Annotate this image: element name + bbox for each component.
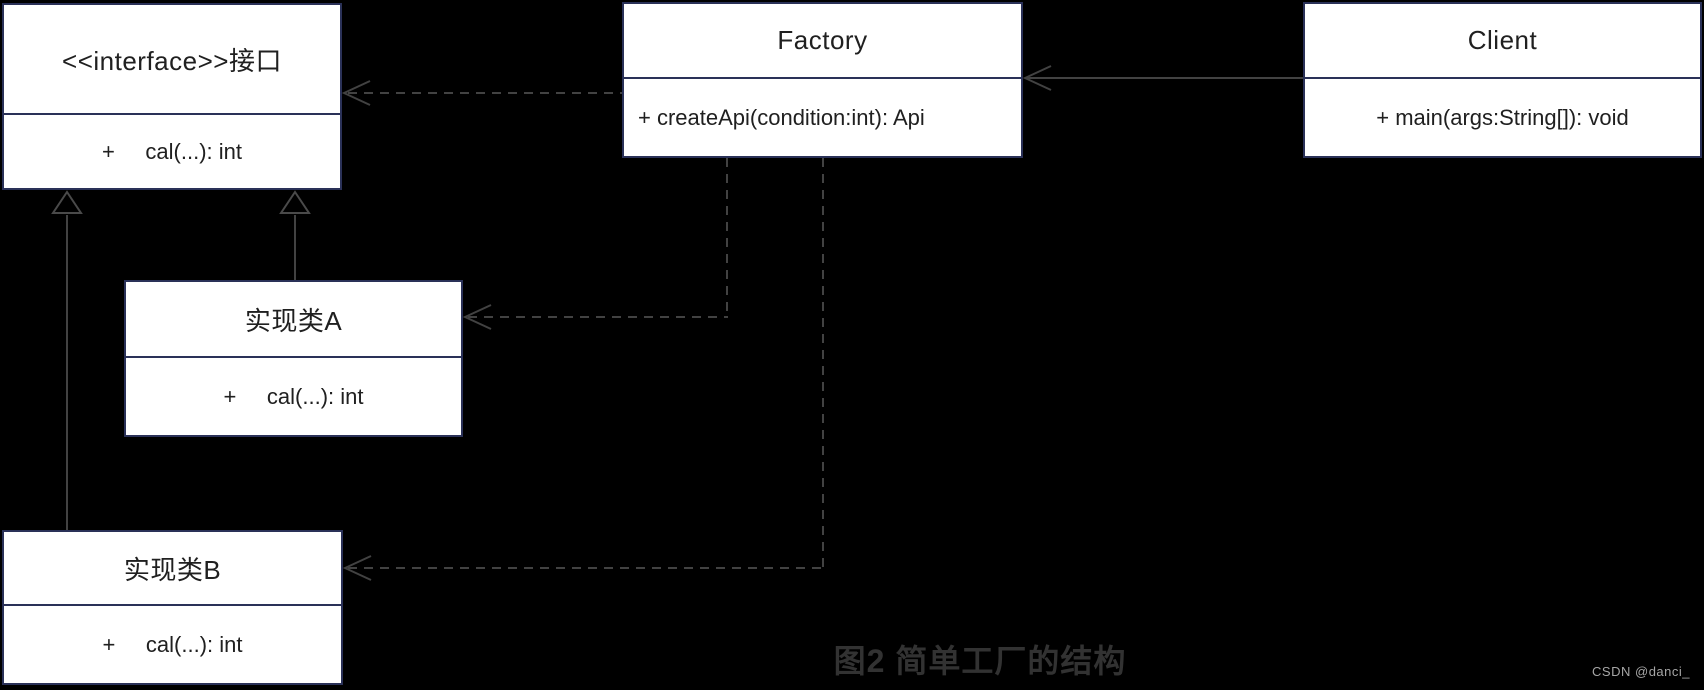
association-line-client-factory (1026, 77, 1303, 79)
open-arrowhead-icon (1023, 65, 1052, 91)
open-arrowhead-icon (342, 80, 371, 106)
class-title-impl-b: 实现类B (4, 532, 341, 606)
class-member-factory: + createApi(condition:int): Api (638, 104, 925, 130)
dependency-line-factory-impl-a-vertical (726, 158, 728, 318)
open-arrowhead-icon (463, 304, 492, 330)
dependency-line-factory-interface (348, 92, 622, 94)
dependency-line-factory-impl-a-horizontal (468, 316, 728, 318)
realization-line-impl-a (294, 215, 296, 280)
class-box-impl-b: 实现类B + cal(...): int (2, 530, 343, 685)
class-member-client: + main(args:String[]): void (1376, 104, 1629, 130)
dependency-line-factory-impl-b-horizontal (348, 567, 824, 569)
dependency-line-factory-impl-b-vertical (822, 158, 824, 568)
open-arrowhead-icon (343, 555, 372, 581)
class-member-interface: + cal(...): int (102, 138, 242, 164)
class-box-factory: Factory + createApi(condition:int): Api (622, 2, 1023, 158)
hollow-triangle-arrowhead-icon (279, 190, 311, 214)
figure-caption: 图2 简单工厂的结构 (833, 643, 1127, 679)
class-member-impl-b: + cal(...): int (102, 631, 243, 657)
class-box-client: Client + main(args:String[]): void (1303, 2, 1702, 158)
realization-line-impl-b (66, 215, 68, 530)
class-box-interface: <<interface>>接口 + cal(...): int (2, 3, 342, 190)
class-title-interface: <<interface>>接口 (4, 5, 340, 115)
csdn-watermark: CSDN @danci_ (1592, 664, 1690, 679)
hollow-triangle-arrowhead-icon (51, 190, 83, 214)
class-member-impl-a: + cal(...): int (223, 383, 364, 409)
class-box-impl-a: 实现类A + cal(...): int (124, 280, 463, 437)
class-title-client: Client (1305, 4, 1700, 79)
class-title-impl-a: 实现类A (126, 282, 461, 358)
class-title-factory: Factory (624, 4, 1021, 79)
